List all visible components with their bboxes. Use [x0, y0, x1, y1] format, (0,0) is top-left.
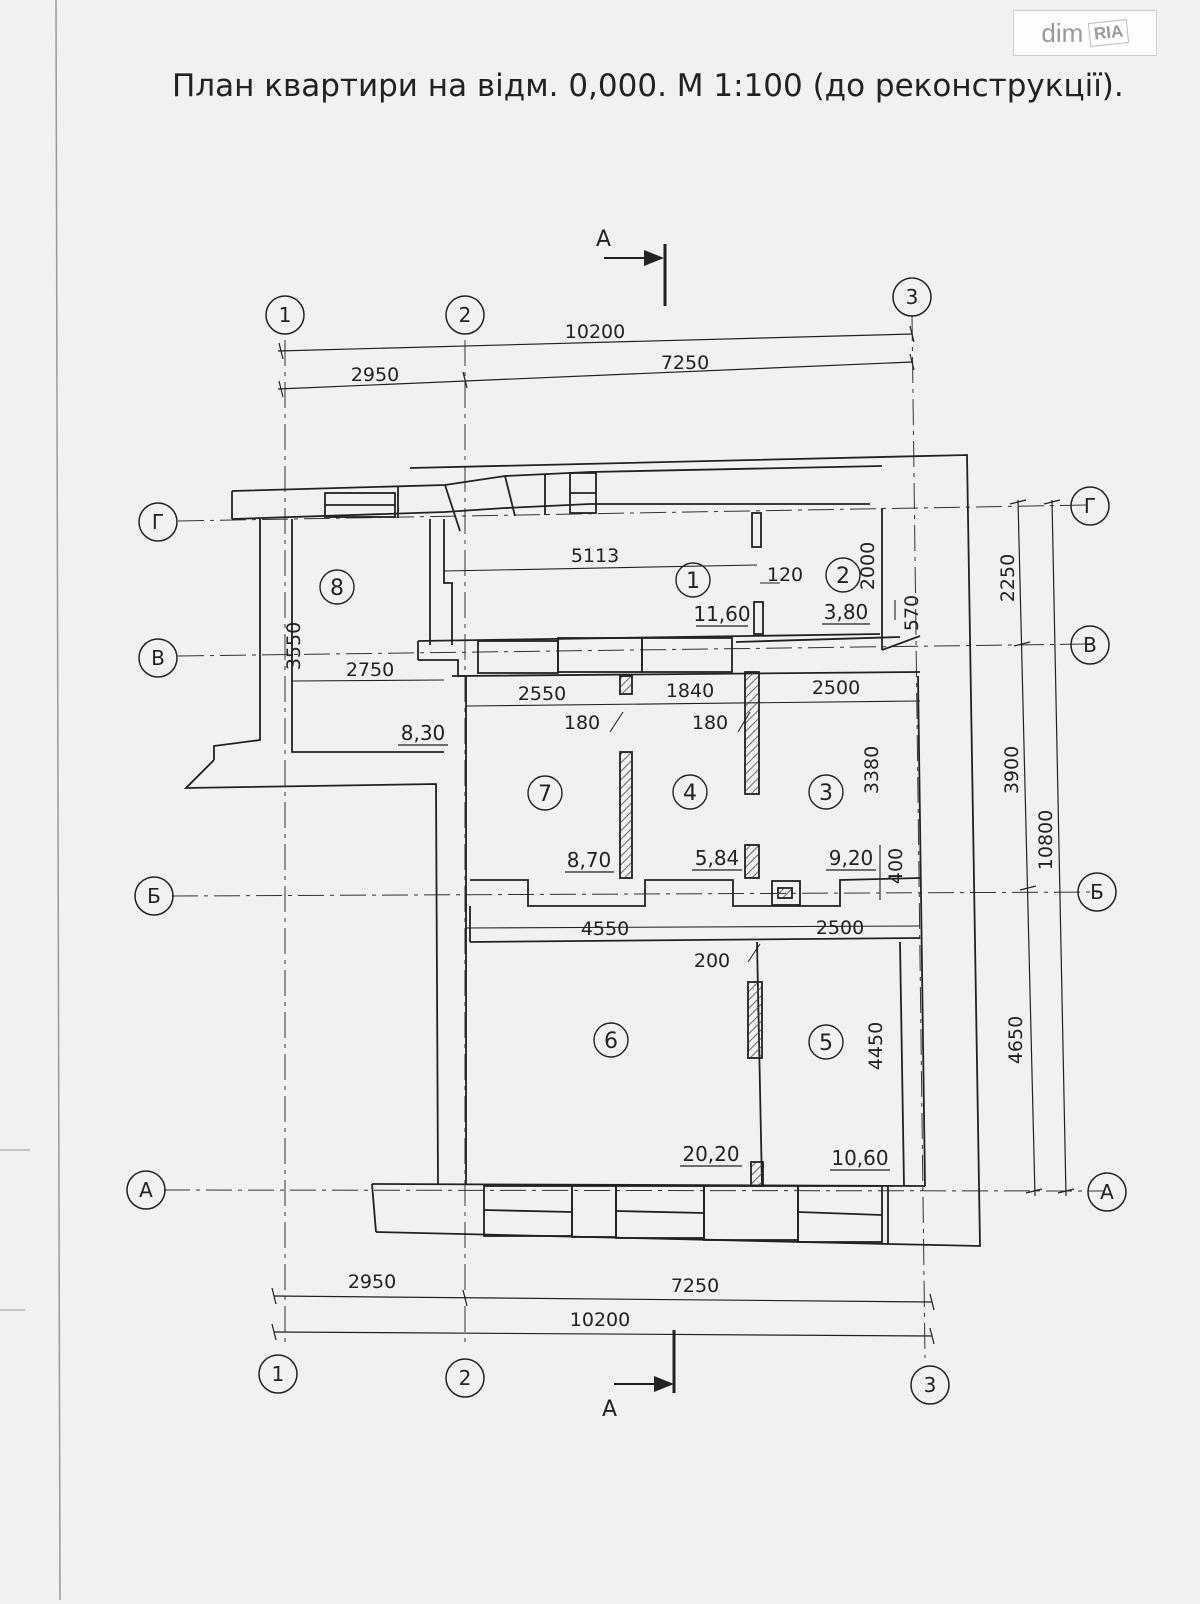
dim-top-left: 2950: [351, 364, 399, 386]
axis-marker-b-right: Б: [1077, 872, 1117, 912]
room-area-6: 20,20: [682, 1142, 739, 1166]
watermark-sub: RIA: [1088, 19, 1130, 47]
section-mark-bottom: А: [602, 1330, 676, 1422]
room-marker-1: 1: [675, 562, 711, 598]
axis-marker-1-bottom: 1: [258, 1354, 298, 1394]
svg-text:5: 5: [819, 1031, 833, 1056]
room-marker-4: 4: [672, 774, 708, 810]
svg-text:В: В: [1083, 633, 1097, 657]
section-letter-top: А: [596, 227, 611, 252]
svg-text:1: 1: [279, 303, 292, 327]
dim-570: 570: [901, 595, 923, 631]
dim-2550: 2550: [518, 683, 566, 705]
axis-marker-3-bottom: 3: [910, 1365, 950, 1405]
dim-3380: 3380: [861, 746, 883, 794]
room-area-5: 10,60: [831, 1146, 888, 1170]
axis-marker-b-left: Б: [134, 876, 174, 916]
dim-3550: 3550: [283, 622, 305, 670]
room-area-2: 3,80: [824, 600, 869, 624]
dim-bottom-right: 7250: [671, 1275, 719, 1297]
dim-4450: 4450: [865, 1022, 887, 1070]
svg-text:1: 1: [272, 1362, 285, 1386]
svg-text:В: В: [151, 646, 165, 670]
svg-text:6: 6: [604, 1029, 618, 1054]
axis-marker-g-left: Г: [138, 502, 178, 542]
watermark-brand: dim: [1041, 17, 1084, 48]
dim-180-left: 180: [564, 712, 600, 734]
dim-400: 400: [885, 848, 907, 884]
svg-text:2: 2: [459, 1366, 472, 1390]
svg-text:Г: Г: [1084, 494, 1096, 518]
dim-2500-bottom: 2500: [816, 917, 864, 939]
room-marker-6: 6: [593, 1022, 629, 1058]
dim-right-3900: 3900: [1001, 746, 1023, 794]
plan-title: План квартири на відм. 0,000. М 1:100 (д…: [172, 68, 1124, 104]
dim-180-right: 180: [692, 712, 728, 734]
dim-top-total: 10200: [565, 321, 625, 343]
dimension-lines-bottom: [271, 1287, 935, 1345]
dim-right-4650: 4650: [1005, 1016, 1027, 1064]
room-marker-8: 8: [319, 569, 355, 605]
axis-marker-a-right: А: [1087, 1172, 1127, 1212]
axis-marker-a-left: А: [126, 1170, 166, 1210]
axis-marker-3-top: 3: [892, 277, 932, 317]
svg-text:3: 3: [906, 285, 919, 309]
room-area-3: 9,20: [829, 846, 874, 870]
axis-marker-2-top: 2: [445, 295, 485, 335]
section-mark-top: А: [596, 227, 667, 306]
internal-dimensions: [291, 564, 921, 963]
svg-text:2: 2: [836, 564, 850, 589]
area-underlines: [398, 623, 890, 1171]
axis-marker-g-right: Г: [1070, 486, 1110, 526]
dim-2000: 2000: [857, 542, 879, 590]
svg-text:1: 1: [686, 569, 700, 594]
dim-1840: 1840: [666, 680, 714, 702]
svg-text:3: 3: [819, 781, 833, 806]
axis-marker-v-left: В: [138, 638, 178, 678]
sheet-left-edge: [55, 0, 61, 1601]
svg-text:4: 4: [683, 781, 697, 806]
axis-marker-v-right: В: [1070, 625, 1110, 665]
svg-text:А: А: [139, 1178, 153, 1202]
svg-text:8: 8: [330, 576, 344, 601]
svg-text:Г: Г: [152, 510, 164, 534]
svg-text:Б: Б: [147, 884, 161, 908]
dim-bottom-left: 2950: [348, 1271, 396, 1293]
walls: [183, 454, 981, 1247]
room-area-4: 5,84: [695, 846, 740, 870]
dim-bottom-total: 10200: [570, 1309, 630, 1331]
dim-4550: 4550: [581, 918, 629, 940]
dim-200: 200: [694, 950, 730, 972]
dim-2750: 2750: [346, 659, 394, 681]
dim-right-2250: 2250: [997, 554, 1019, 602]
dimension-lines-right: [1009, 499, 1075, 1197]
dim-top-right: 7250: [661, 352, 709, 374]
room-marker-5: 5: [808, 1024, 844, 1060]
grid-axes: [163, 314, 1105, 1359]
section-letter-bottom: А: [602, 1397, 617, 1422]
svg-text:Б: Б: [1090, 880, 1104, 904]
axis-marker-1-top: 1: [265, 295, 305, 335]
dim-120: 120: [767, 564, 803, 586]
room-area-7: 8,70: [567, 848, 612, 872]
room-marker-2: 2: [825, 557, 861, 593]
svg-text:2: 2: [459, 303, 472, 327]
room-marker-7: 7: [527, 775, 563, 811]
room-marker-3: 3: [808, 774, 844, 810]
svg-text:3: 3: [924, 1373, 937, 1397]
dim-right-total: 10800: [1035, 810, 1057, 870]
watermark-logo: dim RIA: [1013, 10, 1157, 56]
room-area-8: 8,30: [401, 721, 446, 745]
svg-text:А: А: [1100, 1180, 1114, 1204]
svg-text:7: 7: [538, 782, 552, 807]
dimension-lines-top: [277, 325, 915, 398]
dim-2500-top: 2500: [812, 677, 860, 699]
room-area-1: 11,60: [693, 602, 750, 626]
dim-5113: 5113: [571, 545, 619, 567]
axis-marker-2-bottom: 2: [445, 1358, 485, 1398]
